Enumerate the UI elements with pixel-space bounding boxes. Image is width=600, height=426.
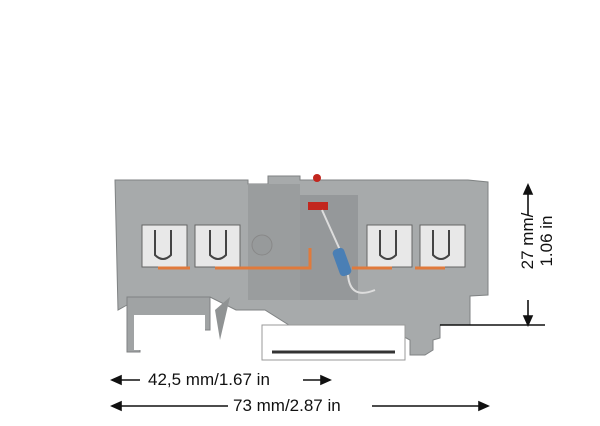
height-dimension-in: 1.06 in [537,215,556,267]
clamp-contacts [141,224,466,270]
height-dimension-mm: 27 mm/ [518,212,537,270]
partial-width-dimension: 42,5 mm/1.67 in [148,370,270,389]
height-dimension: 27 mm/ 1.06 in [518,182,556,300]
din-rail [261,324,406,361]
total-width-dimension: 73 mm/2.87 in [233,396,341,415]
dimension-arrows [110,183,545,412]
led-and-resistor [308,174,376,294]
